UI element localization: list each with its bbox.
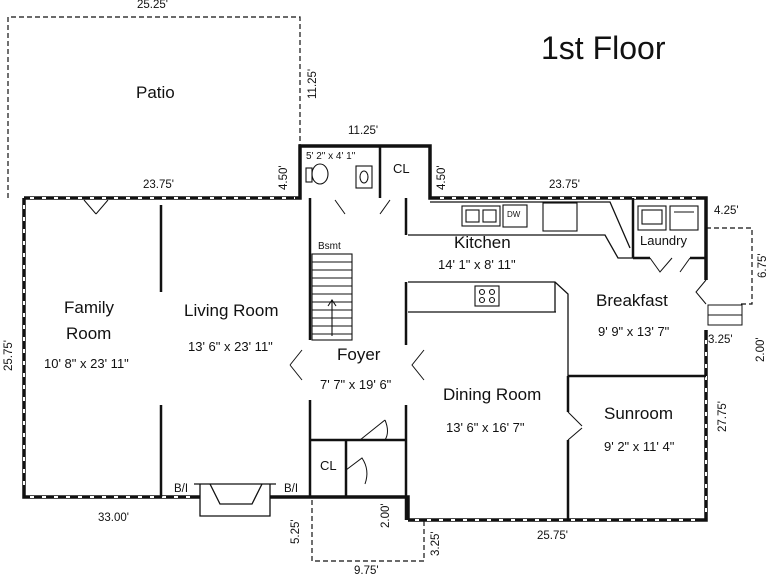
dim-right-upper: 2.00' — [755, 337, 767, 362]
exterior-windows — [23, 197, 707, 521]
family-room-size: 10' 8" x 23' 11" — [44, 356, 129, 371]
dishwasher-box — [502, 204, 528, 228]
dim-porch-width: 9.75' — [354, 565, 379, 576]
bath-size: 5' 2" x 4' 1" — [306, 151, 356, 162]
dining-room-size: 13' 6" x 16' 7" — [446, 420, 525, 435]
closet-bottom-label: CL — [320, 458, 337, 473]
steps — [707, 304, 743, 326]
kitchen-size: 14' 1" x 8' 11" — [438, 257, 516, 272]
dim-top-right: 23.75' — [549, 179, 580, 191]
dim-porch-depth: 5.25' — [290, 519, 302, 544]
dim-bottom-left: 33.00' — [98, 512, 129, 524]
laundry-label: Laundry — [640, 233, 687, 248]
bath-fixtures — [305, 163, 373, 189]
dim-bay-depth: 6.75' — [757, 253, 768, 278]
dim-bath-width: 11.25' — [348, 125, 379, 137]
dim-bottom-right: 25.75' — [537, 530, 568, 542]
fridge — [542, 202, 578, 232]
kitchen-label: Kitchen — [454, 233, 511, 252]
family-room-label-line2: Room — [66, 324, 112, 343]
cooktop — [474, 285, 500, 307]
dim-laundry-width: 4.25' — [714, 205, 739, 217]
dim-bath-right-depth: 4.50' — [436, 165, 448, 190]
interior-walls — [159, 146, 706, 520]
closet-top-label: CL — [393, 161, 410, 176]
sunroom-size: 9' 2" x 11' 4" — [604, 439, 675, 454]
dining-room-label: Dining Room — [443, 385, 542, 404]
dim-right-lower: 27.75' — [717, 401, 729, 432]
dim-bath-left-depth: 4.50' — [278, 165, 290, 190]
dim-bay-offset: 3.25' — [708, 334, 733, 346]
family-room-label-line1: Family — [64, 298, 115, 317]
dim-top-left: 23.75' — [143, 179, 174, 191]
patio-label: Patio — [136, 83, 175, 102]
page-title: 1st Floor — [541, 30, 666, 66]
sunroom-label: Sunroom — [604, 404, 673, 423]
dim-porch-right: 3.25' — [430, 531, 442, 556]
bay-outline — [706, 227, 753, 305]
porch-outline — [311, 500, 425, 562]
living-room-label: Living Room — [184, 301, 279, 320]
living-room-size: 13' 6" x 23' 11" — [188, 339, 273, 354]
breakfast-label: Breakfast — [596, 291, 668, 310]
builtin-right-label: B/I — [284, 483, 299, 495]
foyer-size: 7' 7" x 19' 6" — [320, 377, 392, 392]
patio-outline — [7, 16, 301, 198]
dishwasher-label: DW — [507, 210, 521, 219]
dim-porch-step: 2.00' — [380, 503, 392, 528]
dim-patio-depth: 11.25' — [307, 68, 319, 99]
basement-stairs-label: Bsmt — [318, 241, 341, 252]
foyer-label: Foyer — [337, 345, 381, 364]
dim-patio-width: 25.25' — [137, 0, 168, 11]
dim-left-depth: 25.75' — [3, 340, 15, 371]
stairs — [311, 253, 353, 341]
sink — [461, 205, 501, 227]
kitchen-counters — [408, 201, 633, 376]
fireplace — [194, 483, 276, 517]
door-swings — [83, 199, 707, 485]
breakfast-size: 9' 9" x 13' 7" — [598, 324, 670, 339]
washer-dryer — [637, 205, 699, 231]
builtin-left-label: B/I — [174, 483, 189, 495]
